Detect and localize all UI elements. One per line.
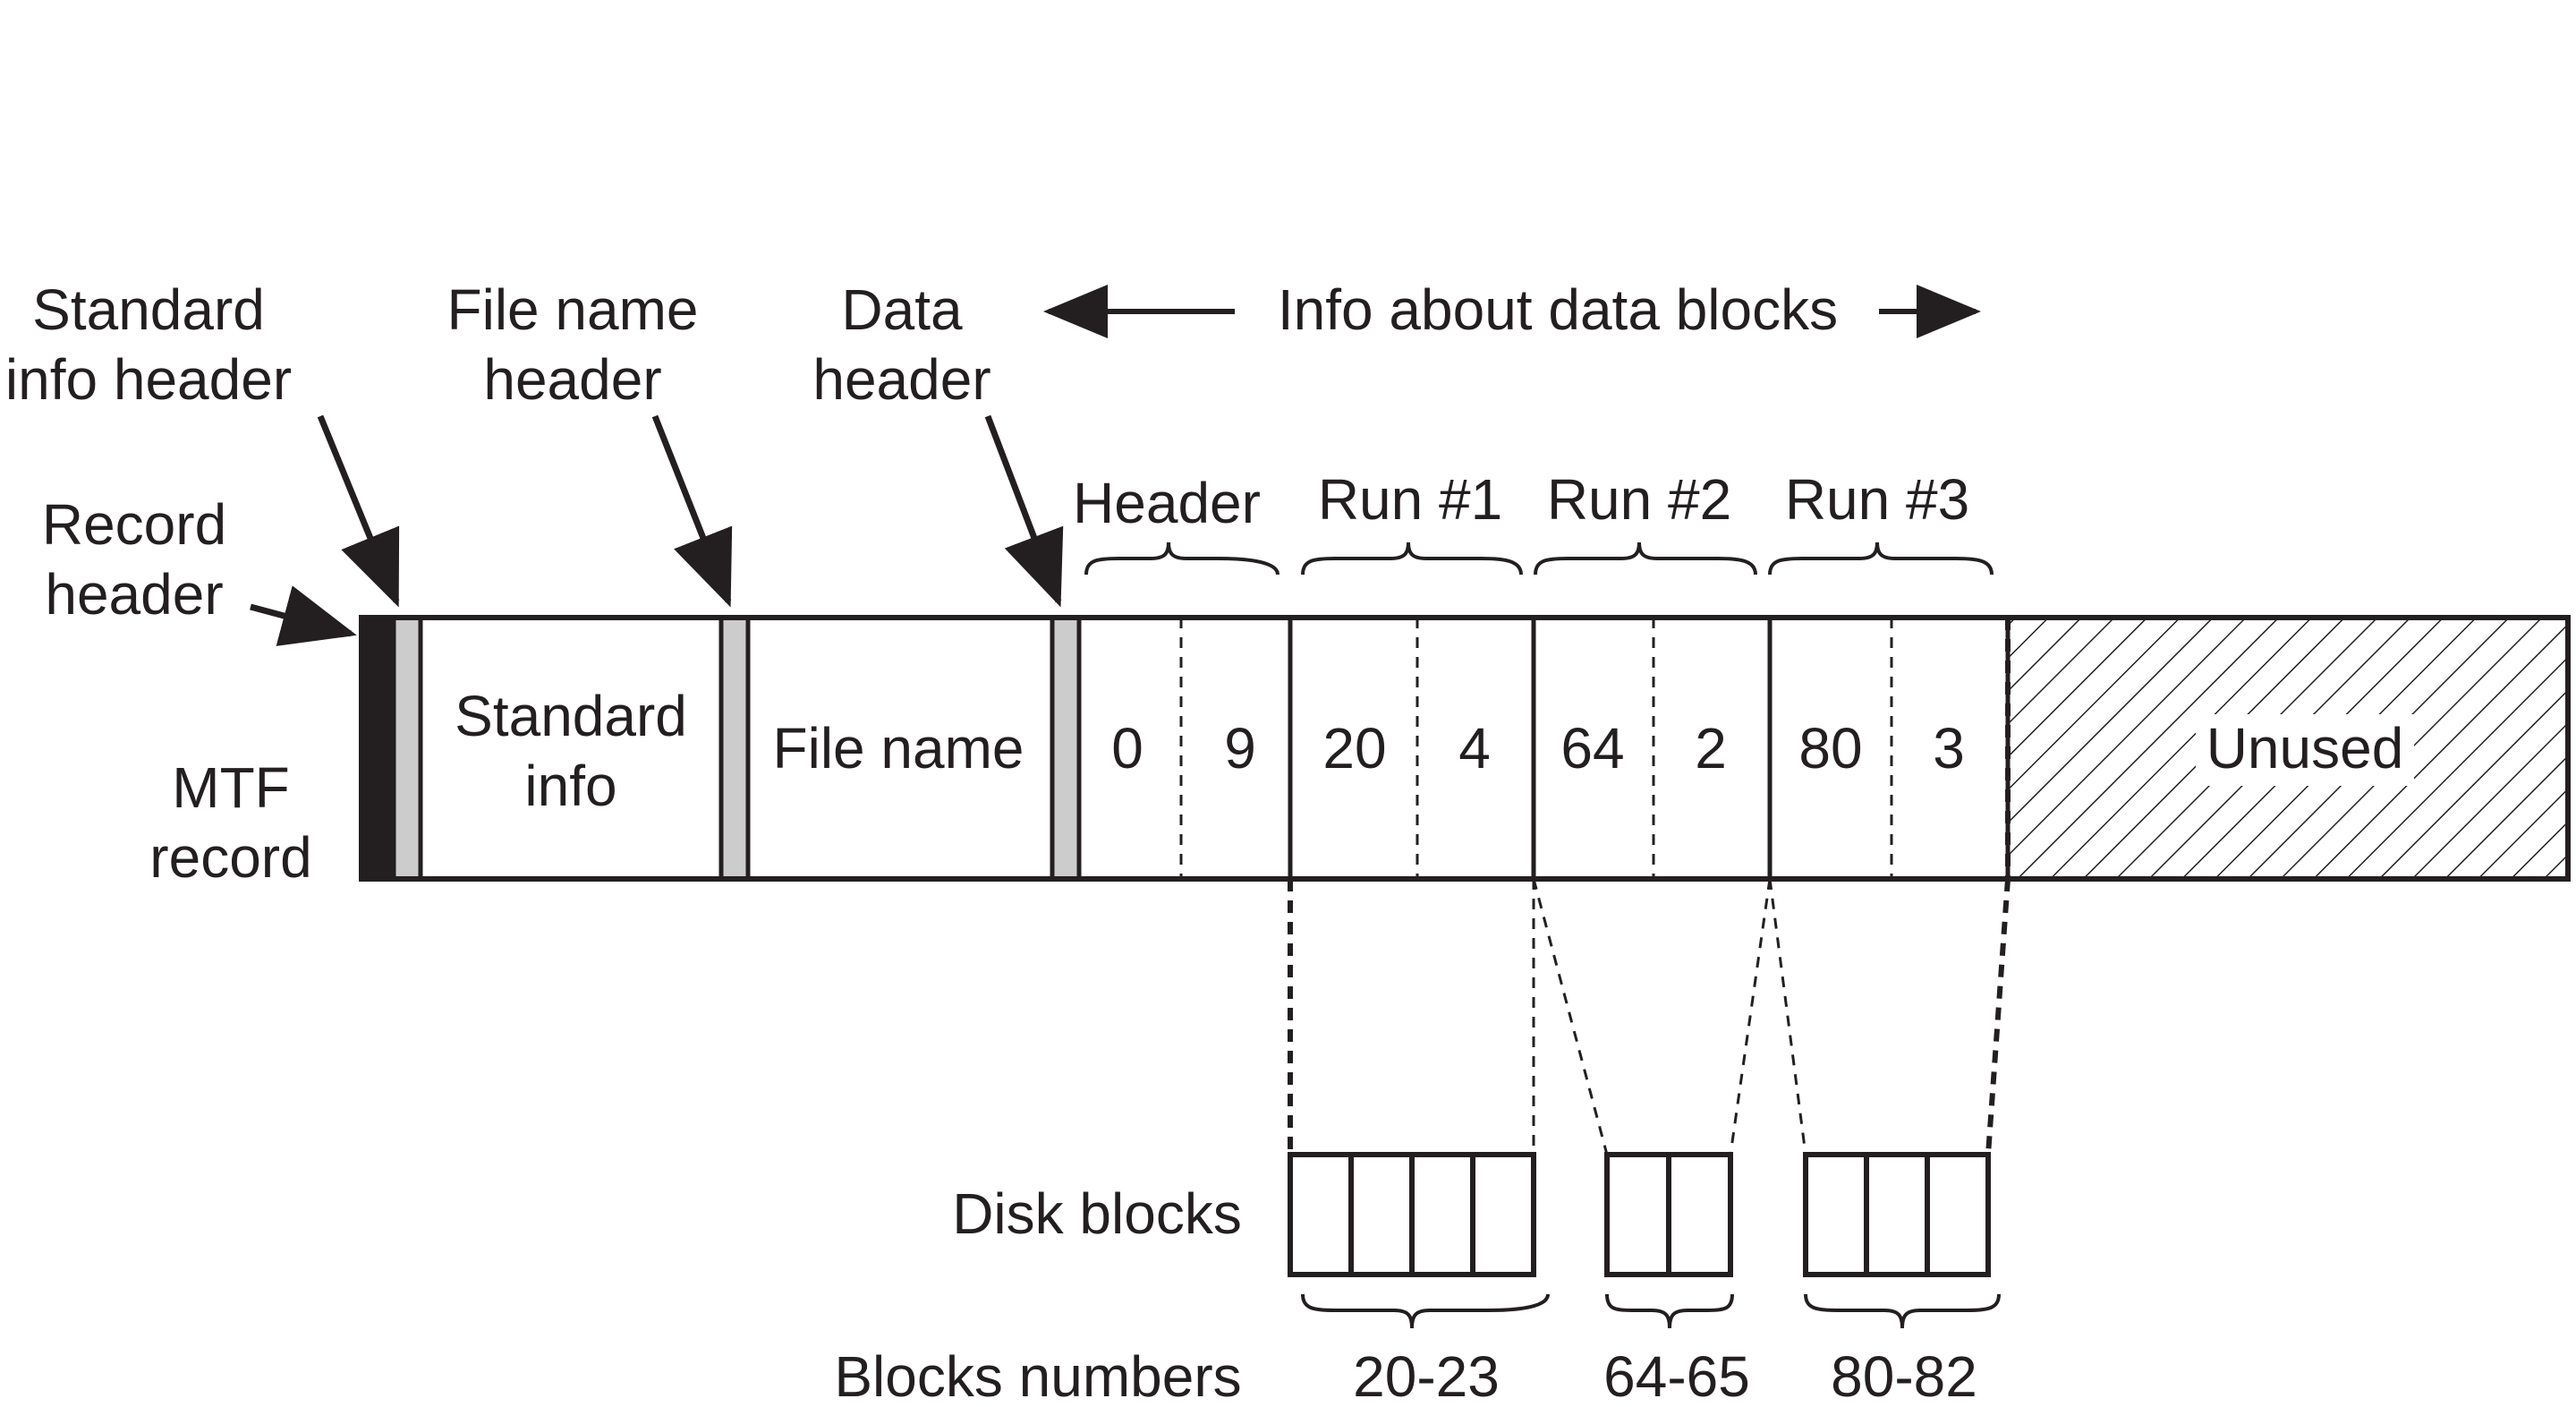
record-header-label-line2: header <box>45 562 223 627</box>
header-value-0: 0 <box>1111 716 1143 780</box>
standard-info-region <box>418 615 724 882</box>
disk-run1-range: 20-23 <box>1353 1344 1500 1407</box>
disk-block <box>1409 1152 1475 1277</box>
run1-label: Run #1 <box>1318 467 1502 532</box>
mtf-record-label-line2: record <box>149 825 311 890</box>
record-header-block <box>361 618 394 879</box>
run2-length-value: 2 <box>1695 716 1727 780</box>
disk-run1-blocks <box>1288 1152 1536 1277</box>
disk-run1-brace <box>1301 1293 1550 1329</box>
header-group-label: Header <box>1073 471 1261 535</box>
record-outline <box>359 615 2571 882</box>
record-header-label-line1: Record <box>42 492 226 557</box>
disk-block <box>1470 1152 1536 1277</box>
disk-run3-brace <box>1804 1293 2001 1329</box>
file-name-header-label-line2: header <box>483 347 661 412</box>
mft-record-bar: Standard info File name 0 9 20 4 64 2 80… <box>359 615 2571 882</box>
standard-info-header-label-line2: info header <box>5 347 292 412</box>
disk-run3-range: 80-82 <box>1831 1344 1977 1407</box>
mtf-record-label-line1: MTF <box>172 755 290 820</box>
run2-label: Run #2 <box>1547 467 1731 532</box>
file-name-header-label-line1: File name <box>447 277 699 342</box>
run2-connector-right <box>1729 878 1772 1155</box>
header-group-brace <box>1084 541 1279 576</box>
data-header-pointer-arrow <box>984 414 1064 608</box>
run3-connector-left <box>1768 878 1807 1155</box>
disk-run2-brace <box>1605 1293 1734 1329</box>
standard-info-header-pointer-arrow <box>317 414 400 608</box>
data-header-block <box>1050 615 1082 882</box>
file-name-text: File name <box>773 716 1024 780</box>
disk-run2-blocks <box>1604 1152 1733 1277</box>
run3-start-value: 80 <box>1798 716 1862 780</box>
run-connectors <box>1288 878 2011 1155</box>
header-value-1: 9 <box>1224 716 1256 780</box>
unused-label: Unused <box>2206 716 2404 780</box>
run3-length-value: 3 <box>1933 716 1965 780</box>
disk-run2-range: 64-65 <box>1603 1344 1750 1407</box>
disk-block <box>1803 1152 1869 1277</box>
disk-block <box>1604 1152 1671 1277</box>
standard-info-header-block <box>391 615 423 882</box>
disk-block <box>1666 1152 1733 1277</box>
data-runs-region <box>1076 615 2011 882</box>
data-header-label-line1: Data <box>841 277 963 342</box>
run1-length-value: 4 <box>1458 716 1491 780</box>
run3-brace <box>1768 541 1994 576</box>
standard-info-header-label-line1: Standard <box>32 277 265 342</box>
data-header-label-line2: header <box>812 347 990 412</box>
record-header-pointer-arrow <box>250 585 357 646</box>
run2-brace <box>1534 541 1757 576</box>
file-name-header-pointer-arrow <box>651 414 733 608</box>
file-name-header-block <box>718 615 751 882</box>
standard-info-text-line2: info <box>524 754 616 818</box>
run2-connector-left <box>1532 878 1609 1155</box>
disk-block <box>1288 1152 1354 1277</box>
disk-block <box>1348 1152 1415 1277</box>
info-about-data-blocks-label: Info about data blocks <box>1278 277 1838 342</box>
unused-label-background <box>2196 714 2414 786</box>
disk-blocks-label: Disk blocks <box>952 1181 1242 1246</box>
file-name-region <box>745 615 1055 882</box>
run3-label: Run #3 <box>1785 467 1969 532</box>
standard-info-text-line1: Standard <box>455 684 687 748</box>
disk-block <box>1864 1152 1930 1277</box>
run3-connector-right <box>1985 878 2011 1155</box>
blocks-numbers-label: Blocks numbers <box>834 1344 1241 1407</box>
run2-start-value: 64 <box>1560 716 1624 780</box>
run1-start-value: 20 <box>1322 716 1386 780</box>
disk-run3-blocks <box>1803 1152 1991 1277</box>
disk-block <box>1925 1152 1991 1277</box>
run1-brace <box>1301 541 1523 576</box>
